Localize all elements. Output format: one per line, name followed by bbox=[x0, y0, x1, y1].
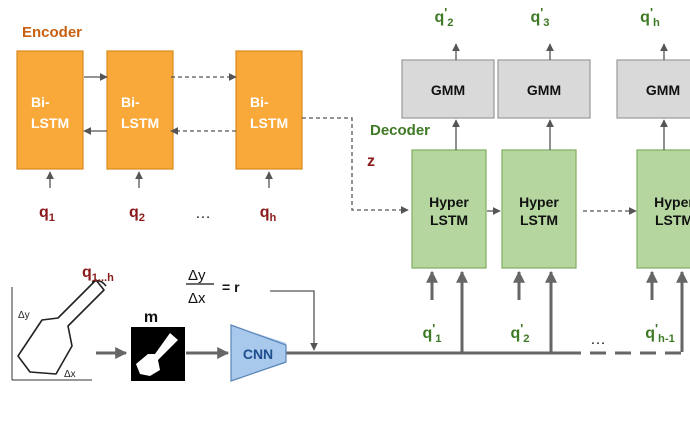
decoder-inputs: q'1 q'2 q'h-1 … bbox=[422, 321, 674, 348]
bilstm-label-bottom-1: LSTM bbox=[31, 115, 69, 131]
gmm-box-3 bbox=[616, 59, 690, 119]
decoder-output-label-1: q'2 bbox=[434, 5, 453, 29]
bilstm-label-top-2: Bi- bbox=[121, 94, 140, 110]
bilstm-label-bottom-3: LSTM bbox=[250, 115, 288, 131]
decoder-outputs: q'2 q'3 q'h bbox=[434, 5, 660, 29]
hyperlstm-label-bottom-3: LSTM bbox=[655, 212, 690, 228]
gmm-box-1 bbox=[401, 59, 495, 119]
gmm-label-3: GMM bbox=[646, 82, 680, 98]
decoder-input-label-1: q'1 bbox=[422, 321, 441, 345]
sketch-axis-x: Δx bbox=[64, 369, 76, 380]
ratio-denominator: Δx bbox=[188, 290, 206, 307]
decoder-input-label-3: q'h-1 bbox=[645, 321, 675, 345]
sketch-label: q1...h bbox=[82, 264, 114, 284]
hyperlstm-cell-1 bbox=[411, 149, 487, 269]
encoder-ellipsis: … bbox=[195, 205, 211, 222]
hyperlstm-cell-3 bbox=[636, 149, 690, 269]
bilstm-label-top-1: Bi- bbox=[31, 94, 50, 110]
decoder-input-label-2: q'2 bbox=[510, 321, 529, 345]
mask-label: m bbox=[144, 309, 158, 326]
cnn-label: CNN bbox=[243, 346, 273, 362]
gmm-boxes: GMM GMM GMM bbox=[401, 59, 690, 119]
ratio-rhs: = r bbox=[222, 279, 240, 295]
encoder-input-label-2: q2 bbox=[129, 204, 145, 224]
bilstm-cell-1 bbox=[16, 50, 84, 170]
gmm-label-1: GMM bbox=[431, 82, 465, 98]
hyperlstm-label-top-1: Hyper bbox=[429, 194, 469, 210]
decoder-output-label-2: q'3 bbox=[530, 5, 549, 29]
bilstm-cell-3 bbox=[235, 50, 303, 170]
bilstm-label-top-3: Bi- bbox=[250, 94, 269, 110]
z-path bbox=[302, 117, 409, 214]
decoder-title: Decoder bbox=[370, 122, 430, 139]
ratio-to-line-arrow bbox=[270, 290, 318, 351]
sketch-axis-y: Δy bbox=[18, 310, 30, 321]
encoder-cells: Bi- LSTM Bi- LSTM Bi- LSTM bbox=[16, 50, 303, 170]
decoder-ellipsis: … bbox=[590, 331, 606, 348]
hyperlstm-label-bottom-2: LSTM bbox=[520, 212, 558, 228]
encoder-input-label-1: q1 bbox=[39, 204, 55, 224]
latent-z-label: z bbox=[367, 153, 375, 170]
hyperlstm-cell-2 bbox=[501, 149, 577, 269]
hyperlstm-label-top-3: Hyper bbox=[654, 194, 690, 210]
shovel-sketch bbox=[11, 279, 107, 381]
encoder-input-label-3: qh bbox=[260, 204, 277, 224]
cnn-trapezoid bbox=[230, 324, 287, 382]
hyperlstm-label-top-2: Hyper bbox=[519, 194, 559, 210]
ratio-numerator: Δy bbox=[188, 267, 206, 284]
encoder-title: Encoder bbox=[22, 24, 82, 41]
encoder-inputs: q1 q2 qh bbox=[39, 204, 276, 224]
gmm-box-2 bbox=[497, 59, 591, 119]
gmm-label-2: GMM bbox=[527, 82, 561, 98]
bilstm-label-bottom-2: LSTM bbox=[121, 115, 159, 131]
decoder-output-label-3: q'h bbox=[640, 5, 660, 29]
mask-image bbox=[131, 327, 185, 381]
hyperlstm-label-bottom-1: LSTM bbox=[430, 212, 468, 228]
bilstm-cell-2 bbox=[106, 50, 174, 170]
